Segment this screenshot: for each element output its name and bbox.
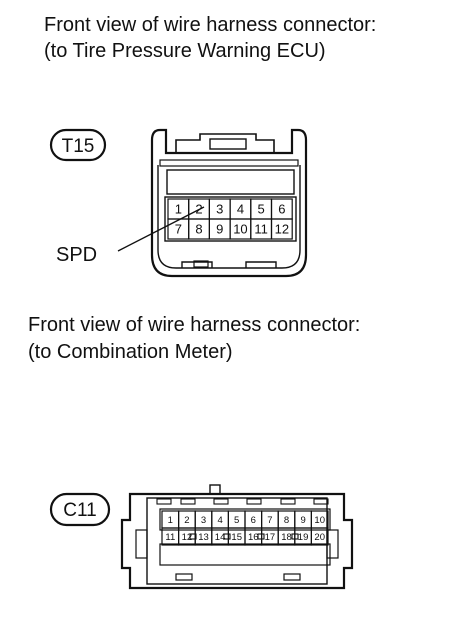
t15-pin-number: 4 — [237, 202, 244, 217]
t15-pin-number: 5 — [258, 202, 265, 217]
c11-top-rib — [313, 498, 329, 505]
c11-caption-line1: Front view of wire harness connector: — [28, 314, 361, 336]
c11-pin-number: 15 — [231, 532, 242, 543]
t15-pin-6: 6 — [270, 198, 293, 220]
c11-pin-6: 6 — [244, 510, 263, 529]
c11-pin-number: 8 — [284, 515, 289, 526]
t15-pin-number: 7 — [175, 222, 182, 237]
c11-pin-9: 9 — [294, 510, 312, 529]
t15-pin-12: 12 — [270, 218, 293, 240]
c11-pin-number: 3 — [201, 515, 206, 526]
c11-pin-number: 20 — [314, 532, 325, 543]
c11-pin-number: 10 — [314, 515, 325, 526]
c11-top-ribs — [156, 498, 329, 505]
t15-upper-rib — [159, 159, 299, 167]
c11-pin-number: 6 — [251, 515, 256, 526]
c11-id-badge — [49, 492, 111, 527]
c11-pin-3: 3 — [194, 510, 213, 529]
t15-latch — [175, 133, 275, 153]
t15-pin-number: 11 — [254, 222, 268, 237]
c11-pin-8: 8 — [277, 510, 296, 529]
c11-side-slot-left — [135, 529, 148, 559]
c11-pin-10: 10 — [310, 510, 329, 529]
t15-pin-number: 8 — [195, 222, 202, 237]
t15-pin-8: 8 — [188, 218, 210, 240]
c11-pin-number: 4 — [217, 515, 222, 526]
t15-pin-cell — [270, 218, 293, 240]
c11-pin-number: 12 — [182, 532, 193, 543]
c11-bottom-tab — [175, 573, 193, 581]
c11-top-rib — [246, 498, 262, 505]
t15-pin-11: 11 — [250, 218, 273, 240]
c11-pin-number: 5 — [234, 515, 239, 526]
c11-caption-line2: (to Combination Meter) — [28, 341, 233, 363]
t15-latch-tab — [209, 138, 247, 150]
t15-pin-4: 4 — [229, 198, 252, 220]
c11-key — [223, 533, 231, 540]
c11-pin-number: 9 — [300, 515, 305, 526]
t15-pin-frame — [164, 196, 297, 242]
t15-pin-number: 9 — [216, 222, 223, 237]
c11-pin-20: 20 — [310, 527, 329, 546]
c11-pin-7: 7 — [261, 510, 279, 529]
t15-pin-3: 3 — [208, 198, 231, 220]
t15-pin-7: 7 — [167, 218, 190, 240]
c11-pin-number: 11 — [165, 532, 175, 543]
t15-pin-10: 10 — [229, 218, 252, 240]
c11-pin-number: 17 — [265, 532, 276, 543]
t15-callout-label: SPD — [56, 244, 97, 266]
t15-bottom-lock-right — [245, 261, 277, 268]
c11-key — [189, 533, 197, 540]
c11-top-rib — [213, 498, 229, 505]
t15-id-label: T15 — [62, 136, 95, 157]
c11-pin-2: 2 — [178, 510, 196, 529]
t15-pin-number: 1 — [175, 202, 182, 217]
c11-id-label: C11 — [63, 500, 96, 521]
t15-pin-number: 6 — [278, 202, 285, 217]
t15-pin-number: 12 — [275, 222, 289, 237]
c11-pin-number: 13 — [198, 532, 209, 543]
t15-caption-line1: Front view of wire harness connector: — [44, 14, 377, 36]
c11-top-rib — [280, 498, 296, 505]
t15-pin-number: 3 — [216, 202, 223, 217]
t15-pin-number: 10 — [233, 222, 247, 237]
t15-pin-9: 9 — [208, 218, 231, 240]
t15-bottom-lock-tab — [193, 260, 209, 268]
t15-housing-inner — [157, 165, 301, 269]
c11-pin-number: 19 — [298, 532, 309, 543]
c11-pin-number: 1 — [168, 515, 173, 526]
c11-top-rib — [156, 498, 172, 505]
c11-lower-frame — [159, 543, 331, 566]
c11-pin-number: 7 — [267, 515, 272, 526]
c11-pin-number: 16 — [248, 532, 259, 543]
c11-top-tab — [209, 484, 221, 495]
c11-pin-cell — [310, 527, 329, 546]
t15-caption-line2: (to Tire Pressure Warning ECU) — [44, 40, 326, 62]
t15-callout-leader — [117, 206, 205, 252]
c11-bottom-tab-right — [283, 573, 301, 581]
c11-pin-5: 5 — [227, 510, 246, 529]
t15-key-slot — [166, 169, 295, 195]
c11-pin-number: 2 — [184, 515, 189, 526]
c11-pin-4: 4 — [211, 510, 230, 529]
c11-pin-number: 18 — [281, 532, 292, 543]
t15-bottom-lock — [181, 261, 213, 268]
t15-housing-outer — [150, 128, 308, 278]
t15-pin-5: 5 — [250, 198, 273, 220]
c11-top-rib — [180, 498, 196, 505]
c11-housing-outer — [120, 492, 354, 590]
t15-id-badge — [49, 128, 107, 162]
c11-pin-1: 1 — [161, 510, 180, 529]
c11-pin-number: 14 — [215, 532, 226, 543]
